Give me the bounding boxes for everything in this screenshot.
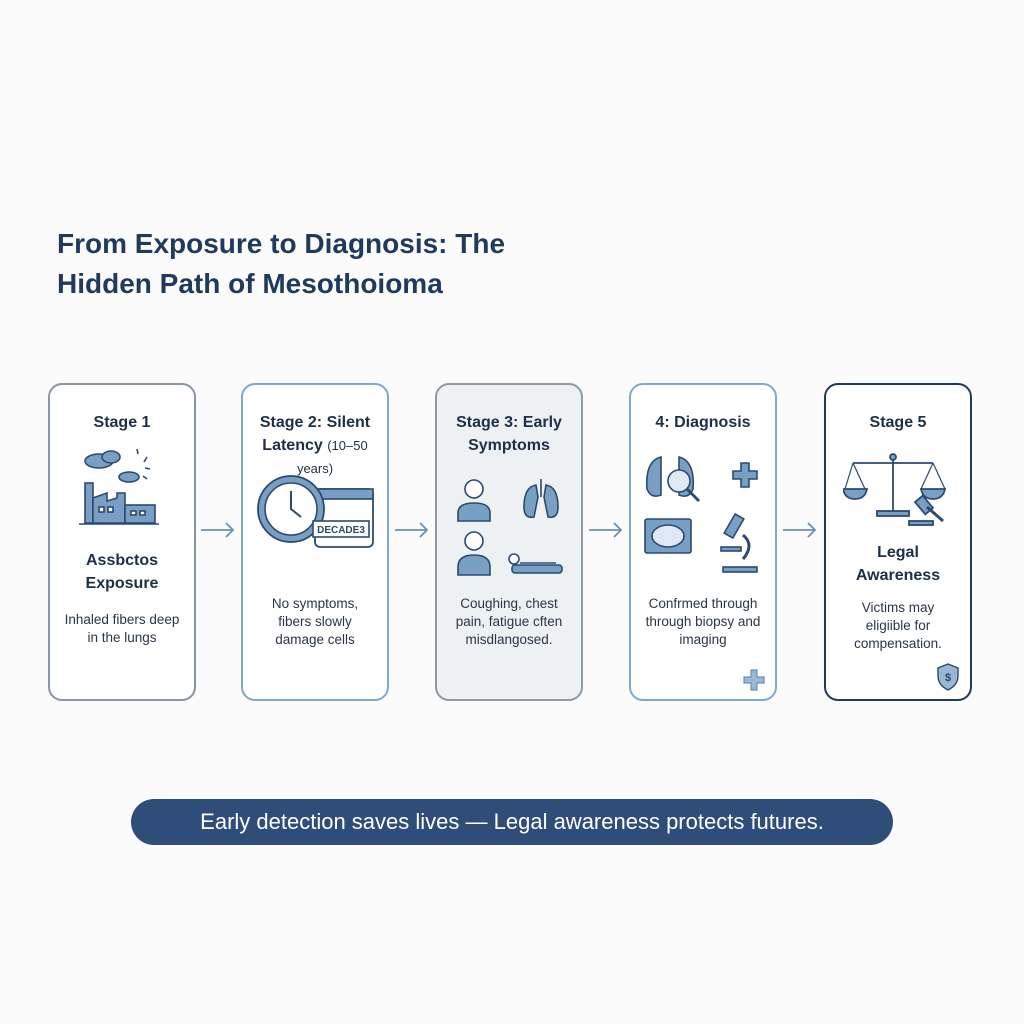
stage-3-card: Stage 3: Early Symptoms Coughing, chest … bbox=[435, 383, 583, 701]
shield-dollar-icon: $ bbox=[937, 663, 959, 691]
coughing-person-icon bbox=[457, 479, 491, 522]
stage-2-card: Stage 2: Silent Latency (10–50 years) DE… bbox=[241, 383, 389, 701]
subtitle-line-1: Assbctos bbox=[85, 552, 159, 569]
stage-description: Inhaled fibers deep in the lungs bbox=[64, 612, 180, 645]
lungs-icon bbox=[523, 479, 559, 519]
decades-badge: DECADE3 bbox=[317, 525, 365, 536]
medical-cross-icon bbox=[732, 462, 758, 488]
arrow-right-icon bbox=[589, 522, 623, 538]
lying-person-icon bbox=[508, 553, 563, 574]
stage-description: Coughing, chest pain, fatigue cften misd… bbox=[455, 596, 563, 647]
title-line-1: Stage 2: Silent bbox=[259, 414, 371, 431]
stage-title: Stage 3: Early Symptoms bbox=[437, 411, 581, 457]
stage-description: Victims may eligiible for compensation. bbox=[854, 600, 942, 651]
title-line-2: Symptoms bbox=[468, 437, 550, 454]
factory-icon bbox=[79, 448, 159, 525]
lungs-magnifier-icon bbox=[645, 455, 701, 503]
title-note: (10–50 years) bbox=[296, 438, 368, 476]
tagline-banner: Early detection saves lives — Legal awar… bbox=[131, 799, 893, 845]
page-title: From Exposure to Diagnosis: The Hidden P… bbox=[57, 224, 505, 304]
subtitle-line-2: Exposure bbox=[85, 575, 159, 592]
title-line-2-text: Latency bbox=[262, 437, 323, 454]
diagnosis-icons bbox=[644, 455, 758, 573]
arrow-right-icon bbox=[201, 522, 235, 538]
svg-text:$: $ bbox=[945, 672, 951, 684]
xray-icon bbox=[644, 518, 692, 554]
stage-title: Stage 5 bbox=[869, 414, 927, 431]
title-line-2: Latency (10–50 years) bbox=[243, 434, 387, 480]
scales-of-justice-icon bbox=[843, 453, 947, 526]
stage-4-card: 4: Diagnosis Confrmed through through bi… bbox=[629, 383, 777, 701]
title-line-1: From Exposure to Diagnosis: The bbox=[57, 228, 506, 259]
arrow-right-icon bbox=[395, 522, 429, 538]
stage-description: Confrmed through through biopsy and imag… bbox=[645, 596, 761, 647]
stage-5-card: Stage 5 Legal Awareness Victims may elig… bbox=[824, 383, 972, 701]
stage-1-card: Stage 1 Assbctos Exposure Inhaled fibers… bbox=[48, 383, 196, 701]
symptoms-icons bbox=[457, 479, 563, 576]
stage-description: No symptoms, fibers slowly damage cells bbox=[271, 596, 359, 647]
arrow-right-icon bbox=[783, 522, 817, 538]
title-line-1: Stage 3: Early bbox=[456, 414, 562, 431]
gavel-icon bbox=[908, 494, 944, 526]
subtitle-line-2: Awareness bbox=[855, 567, 941, 584]
clock-calendar-icon: DECADE3 bbox=[257, 475, 374, 548]
stage-title: Stage 2: Silent Latency (10–50 years) bbox=[243, 411, 387, 480]
medical-cross-icon bbox=[743, 669, 765, 691]
fatigued-person-icon bbox=[457, 531, 491, 576]
stage-title: Stage 1 bbox=[93, 414, 151, 431]
stage-subtitle: Assbctos Exposure bbox=[50, 549, 194, 595]
subtitle-line-1: Legal bbox=[877, 544, 919, 561]
stage-subtitle: Legal Awareness bbox=[826, 541, 970, 587]
stage-title: 4: Diagnosis bbox=[655, 414, 751, 431]
microscope-icon bbox=[720, 512, 758, 573]
title-line-2: Hidden Path of Mesothoioma bbox=[57, 268, 443, 299]
